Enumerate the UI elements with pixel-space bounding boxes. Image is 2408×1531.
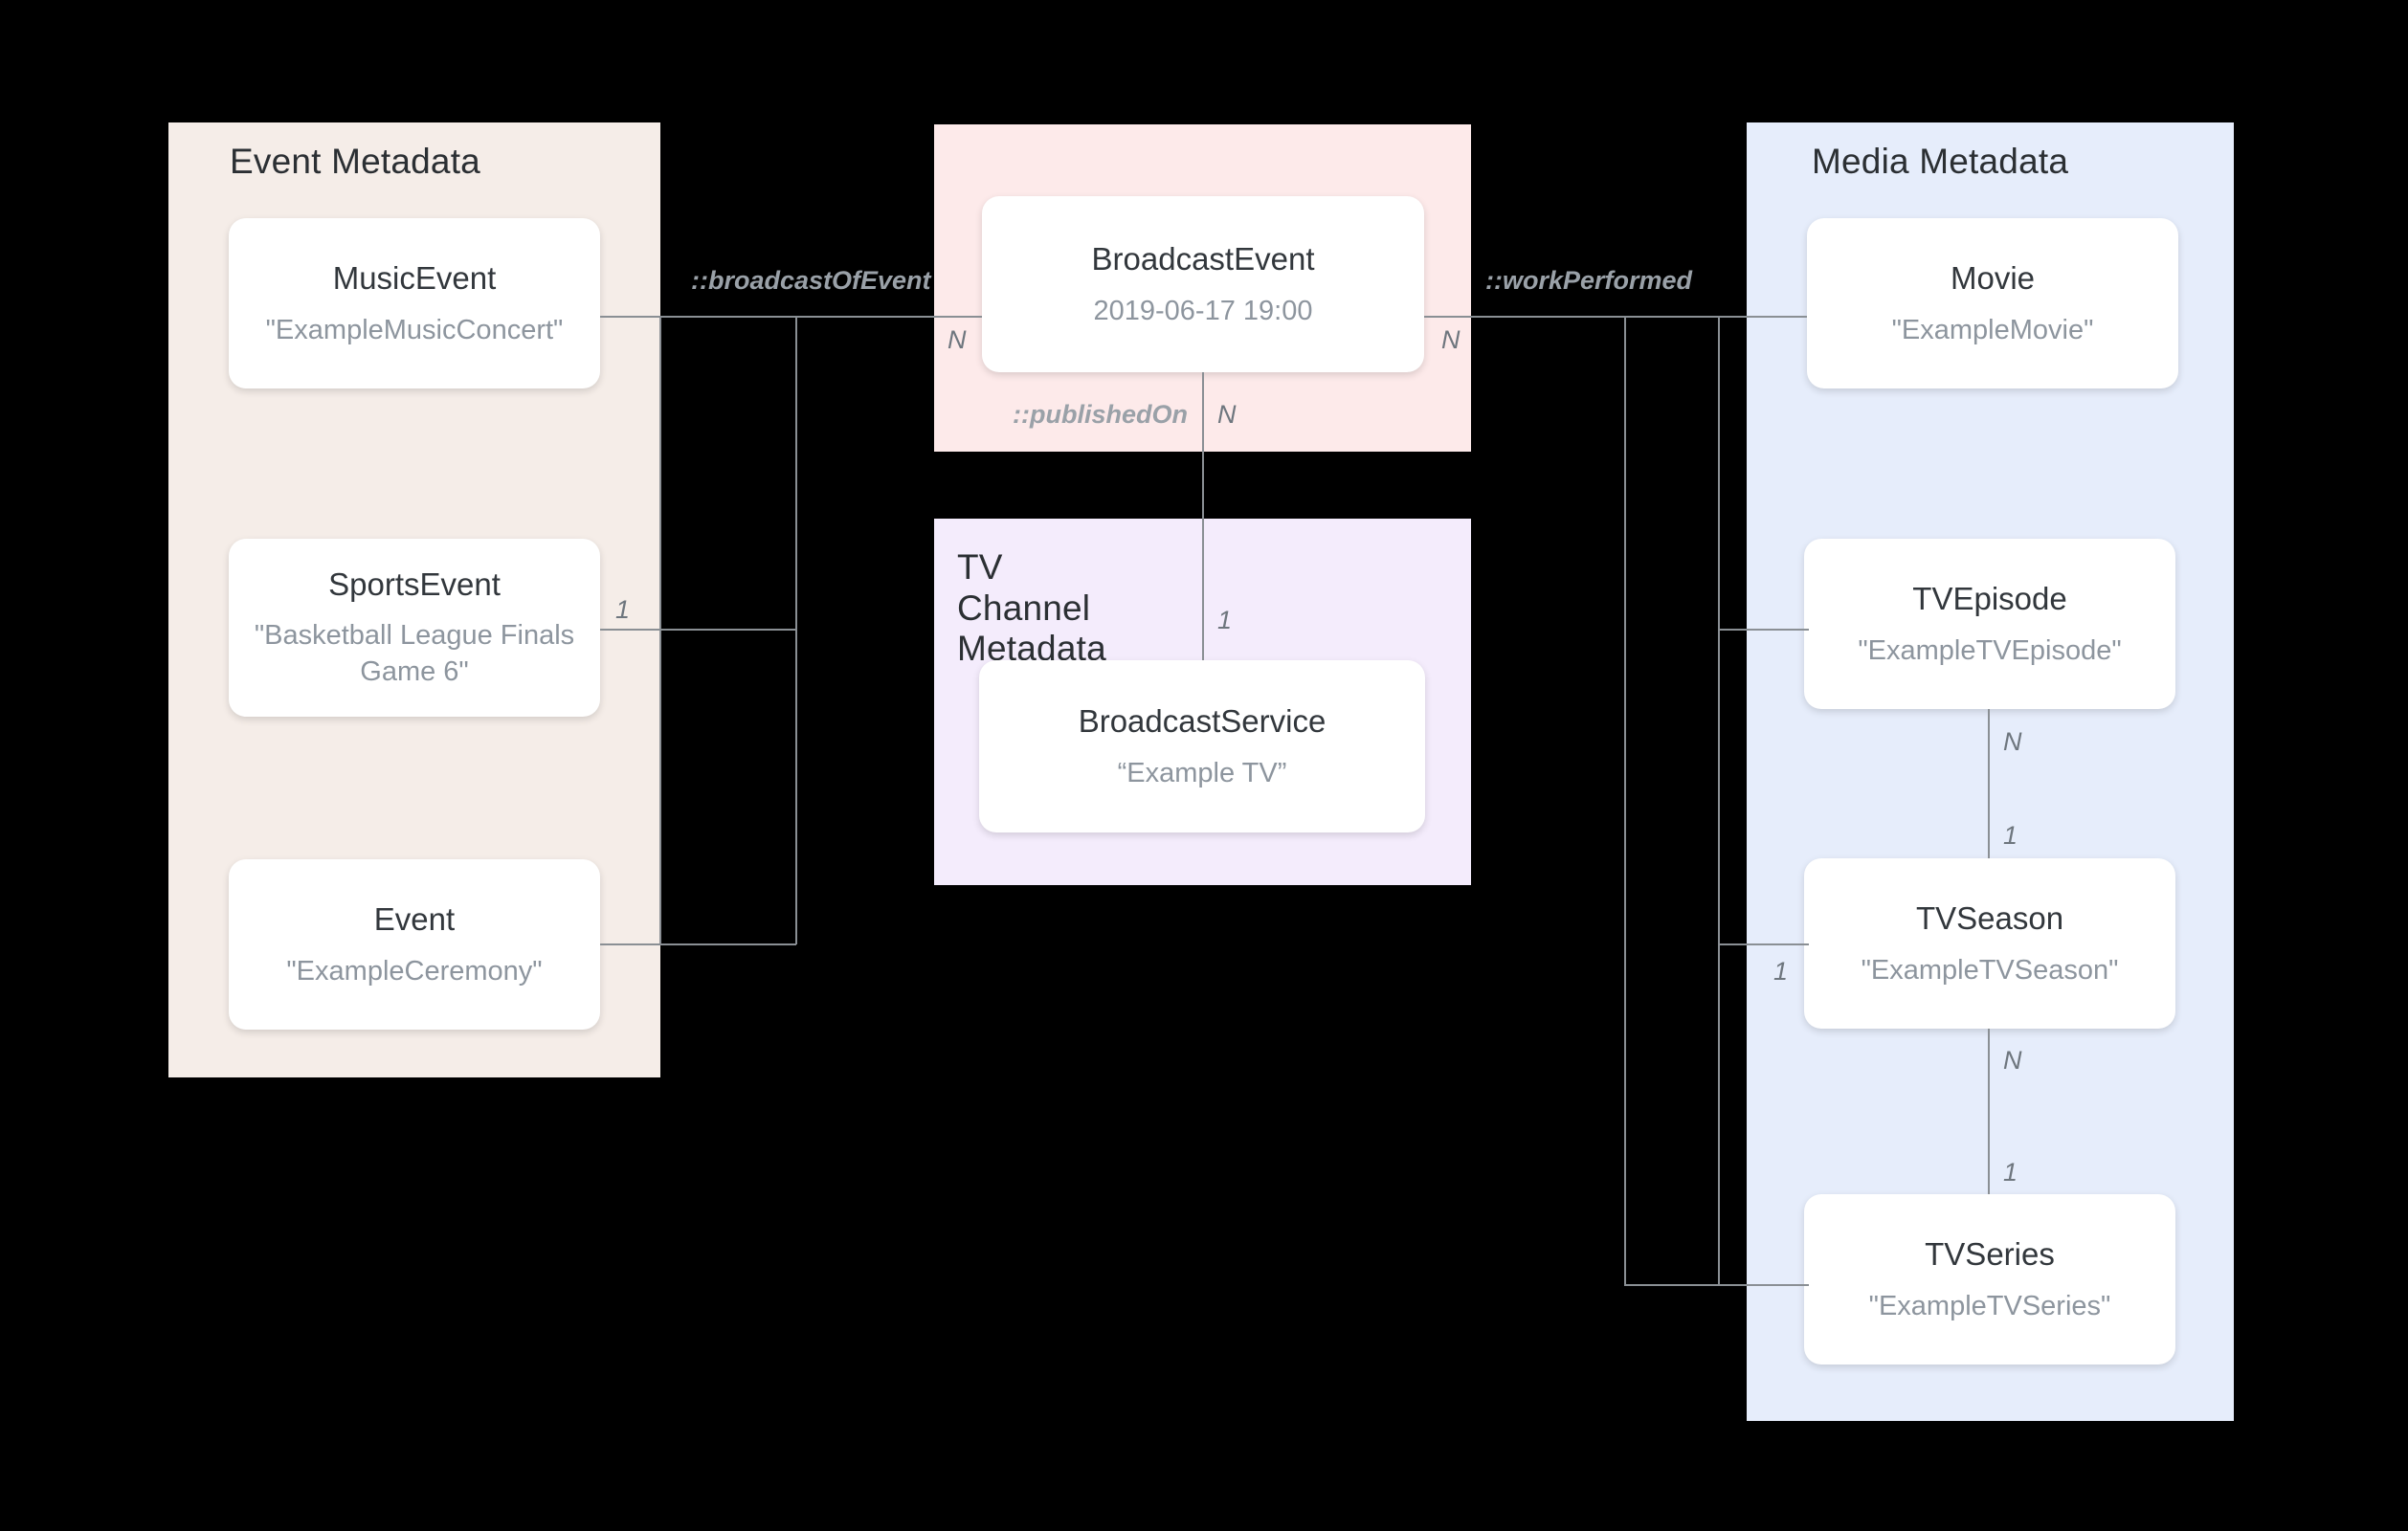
node-tvepisode-value: "ExampleTVEpisode" — [1858, 634, 2122, 666]
edge-workperformed-main — [1424, 316, 1807, 318]
edge-tvseries-stub — [1624, 1284, 1809, 1286]
node-broadcastservice-title: BroadcastService — [1078, 703, 1327, 740]
cardinality-tvseason-left: 1 — [1773, 957, 1789, 986]
edge-label-broadcastofevent: ::broadcastOfEvent — [691, 266, 931, 295]
cardinality-tvseason-top: 1 — [2003, 821, 2018, 850]
node-broadcastservice[interactable]: BroadcastService “Example TV” — [979, 660, 1425, 832]
node-tvepisode[interactable]: TVEpisode "ExampleTVEpisode" — [1804, 539, 2175, 709]
node-broadcastevent-value: 2019-06-17 19:00 — [1093, 295, 1313, 326]
node-tvseason-value: "ExampleTVSeason" — [1861, 954, 2119, 986]
edge-left-trunk — [659, 316, 661, 944]
node-tvseason[interactable]: TVSeason "ExampleTVSeason" — [1804, 858, 2175, 1029]
node-sportsevent[interactable]: SportsEvent "Basketball League Finals Ga… — [229, 539, 600, 717]
node-movie[interactable]: Movie "ExampleMovie" — [1807, 218, 2178, 388]
edge-left-branch-a — [795, 316, 797, 630]
node-event-value: "ExampleCeremony" — [286, 955, 543, 987]
edge-right-branch-c — [1718, 943, 1720, 1285]
cardinality-tvseries-top: 1 — [2003, 1158, 2018, 1187]
edge-broadcastofevent-main — [659, 316, 982, 318]
edge-event-stub — [600, 943, 796, 945]
node-broadcastservice-value: “Example TV” — [1117, 757, 1287, 788]
edge-right-branch-b — [1718, 629, 1720, 944]
panel-event-metadata-title: Event Metadata — [230, 142, 480, 181]
node-tvseries-title: TVSeries — [1925, 1236, 2055, 1273]
edge-sportsevent-stub — [600, 629, 796, 631]
cardinality-tvepisode-bottom: N — [2003, 727, 2022, 756]
node-movie-value: "ExampleMovie" — [1891, 314, 2094, 345]
panel-media-metadata-title: Media Metadata — [1812, 142, 2069, 181]
edge-tvseason-stub — [1718, 943, 1809, 945]
node-sportsevent-title: SportsEvent — [328, 566, 501, 602]
edge-tvepisode-stub — [1718, 629, 1809, 631]
edge-right-branch-a — [1718, 316, 1720, 629]
node-tvseries[interactable]: TVSeries "ExampleTVSeries" — [1804, 1194, 2175, 1365]
cardinality-broadcastservice-top: 1 — [1217, 606, 1233, 634]
node-tvseason-title: TVSeason — [1915, 900, 2064, 937]
cardinality-tvseason-bottom: N — [2003, 1046, 2022, 1075]
edge-right-trunk — [1624, 316, 1626, 1285]
edge-episode-season — [1988, 709, 1990, 858]
edge-label-publishedon: ::publishedOn — [1013, 400, 1188, 429]
node-tvseries-value: "ExampleTVSeries" — [1868, 1290, 2111, 1321]
edge-publishedon — [1202, 372, 1204, 660]
node-movie-title: Movie — [1950, 260, 2036, 297]
node-musicevent[interactable]: MusicEvent "ExampleMusicConcert" — [229, 218, 600, 388]
edge-left-branch-b — [795, 629, 797, 944]
cardinality-broadcastevent-right: N — [1441, 325, 1460, 354]
node-musicevent-value: "ExampleMusicConcert" — [265, 314, 564, 345]
node-tvepisode-title: TVEpisode — [1912, 581, 2067, 617]
panel-tv-channel-metadata-title: TV Channel Metadata — [957, 547, 1106, 669]
edge-label-workperformed: ::workPerformed — [1485, 266, 1693, 295]
edge-season-series — [1988, 1029, 1990, 1194]
cardinality-sportsevent-right: 1 — [615, 595, 631, 624]
node-musicevent-title: MusicEvent — [332, 260, 497, 297]
cardinality-broadcastevent-bottom: N — [1217, 400, 1237, 429]
cardinality-broadcastevent-left: N — [948, 325, 967, 354]
node-event[interactable]: Event "ExampleCeremony" — [229, 859, 600, 1030]
node-broadcastevent-title: BroadcastEvent — [1091, 241, 1315, 277]
node-event-title: Event — [373, 901, 456, 938]
node-sportsevent-value: "Basketball League Finals Game 6" — [254, 620, 575, 687]
node-broadcastevent[interactable]: BroadcastEvent 2019-06-17 19:00 — [982, 196, 1424, 372]
